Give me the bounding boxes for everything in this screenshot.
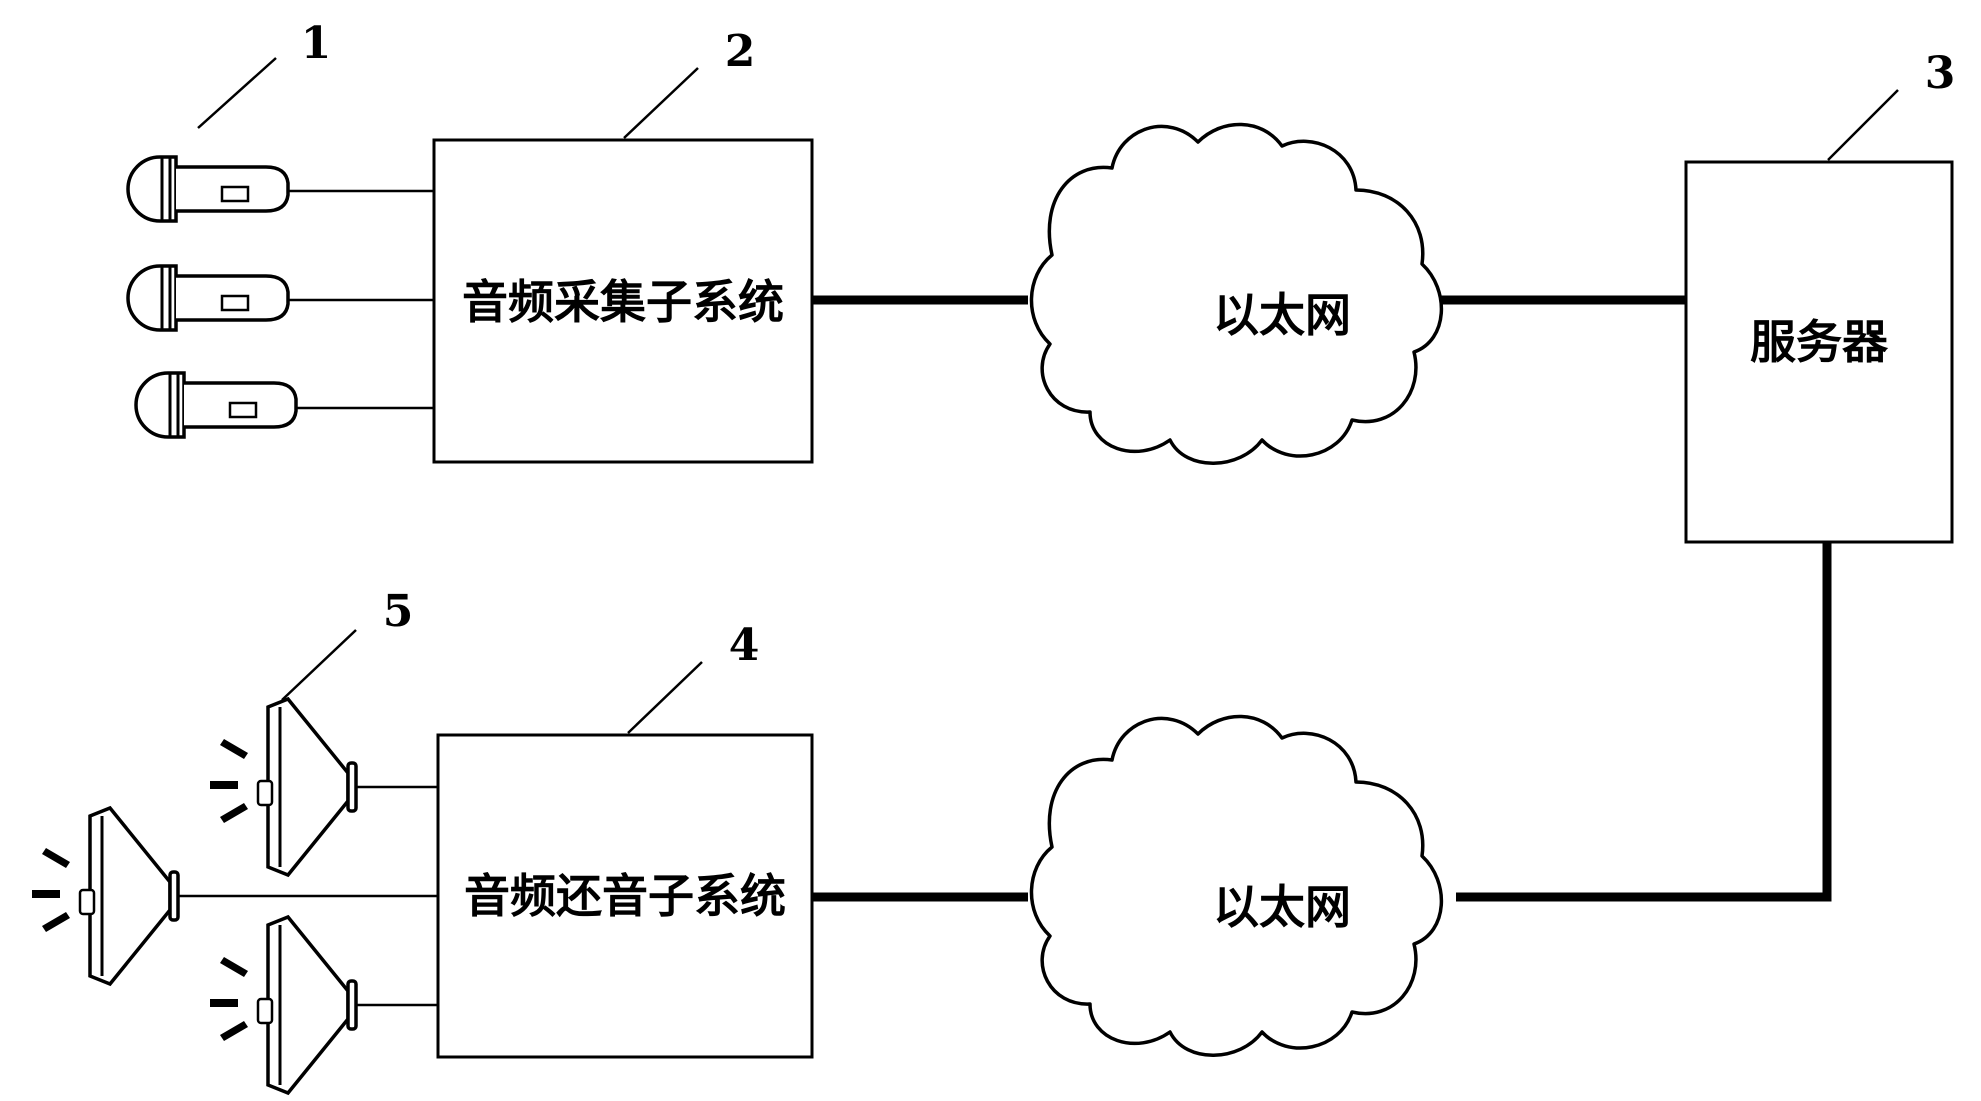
callout-2-leader [624, 68, 698, 138]
microphone-1-icon [128, 157, 288, 221]
audio-capture-subsystem-label: 音频采集子系统 [462, 275, 784, 329]
callout-4-leader [628, 662, 702, 733]
ethernet-top-label: 以太网 [1213, 288, 1351, 342]
callout-5-leader [282, 630, 356, 700]
callout-1-leader [198, 58, 276, 128]
callout-1-number: 1 [301, 18, 332, 69]
callout-5-number: 5 [383, 586, 414, 637]
speaker-1-icon [210, 699, 356, 875]
microphone-group [128, 157, 296, 437]
server-label: 服务器 [1750, 315, 1889, 369]
audio-playback-subsystem-label: 音频还音子系统 [464, 869, 786, 923]
speaker-2-icon [32, 808, 178, 984]
server-to-ethernet-link [1456, 542, 1827, 897]
callout-2-number: 2 [725, 26, 756, 77]
ethernet-bottom-label: 以太网 [1213, 880, 1351, 934]
microphone-3-icon [136, 373, 296, 437]
callout-3-number: 3 [1925, 48, 1956, 99]
speaker-3-icon [210, 917, 356, 1093]
callout-3-leader [1828, 90, 1898, 160]
microphone-2-icon [128, 266, 288, 330]
callout-4-number: 4 [729, 620, 760, 671]
